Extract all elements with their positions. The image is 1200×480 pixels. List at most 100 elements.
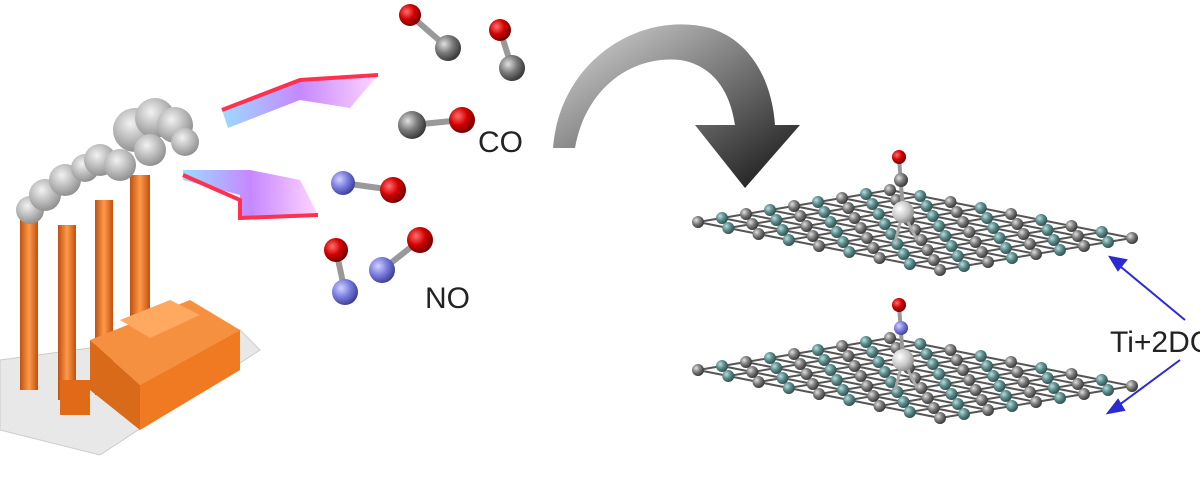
graphene-atom <box>914 338 927 350</box>
graphene-atom <box>1035 214 1048 226</box>
graphene-atom <box>885 228 897 240</box>
graphene-atom <box>951 250 964 262</box>
graphene-atom <box>934 264 946 276</box>
graphene-atom <box>788 200 800 212</box>
graphene-atom <box>1071 230 1084 242</box>
graphene-atom <box>1102 236 1114 248</box>
graphene-atom <box>884 332 896 344</box>
graphene-atom <box>969 236 982 248</box>
graphene-atom <box>1041 224 1054 236</box>
graphene-atom <box>722 370 735 382</box>
graphene-atom <box>884 184 896 196</box>
graphene-atom <box>939 378 952 390</box>
curved-reaction-arrow <box>553 24 800 188</box>
graphene-atom <box>794 210 807 222</box>
graphene-atom <box>854 370 867 382</box>
graphene-atom <box>993 232 1006 244</box>
graphene-atom <box>1017 376 1030 388</box>
graphene-atom <box>812 344 824 356</box>
graphene-atom <box>963 374 976 386</box>
graphene-atom <box>1035 362 1048 374</box>
graphene-atom <box>824 216 837 228</box>
graphene-atom <box>1041 372 1054 384</box>
graphene-atom <box>1011 218 1024 230</box>
graphene-atom <box>915 234 928 246</box>
adsorbed-atom <box>894 173 908 187</box>
graphene-atom <box>860 188 872 200</box>
graphene-atom <box>740 356 752 368</box>
graphene-atom <box>999 390 1012 402</box>
co-label: CO <box>478 126 523 159</box>
graphene-atom <box>999 242 1012 254</box>
graphene-atom <box>1071 378 1084 390</box>
graphene-atom <box>950 354 963 366</box>
graphene-atom <box>933 368 945 380</box>
graphene-atom <box>920 200 933 212</box>
catalyst-label: Ti+2DG <box>1110 326 1200 359</box>
graphene-atom <box>1047 382 1060 394</box>
graphene-atom <box>1095 374 1108 386</box>
graphene-atom <box>891 386 904 398</box>
graphene-atom <box>836 192 848 204</box>
graphene-atom <box>921 244 934 256</box>
graphene-atom <box>722 222 735 234</box>
graphene-atom <box>1023 238 1036 250</box>
graphene-atom <box>800 220 813 232</box>
graphene-atom <box>987 370 1000 382</box>
graphene-atom <box>1006 252 1018 264</box>
graphene-atom <box>897 248 910 260</box>
graphene-atom <box>818 206 831 218</box>
graphene-atom <box>1126 380 1138 392</box>
graphene-atom <box>927 254 940 266</box>
graphene-atom <box>951 398 964 410</box>
graphene-atom <box>1095 226 1108 238</box>
graphene-atom <box>800 368 813 380</box>
graphene-atom <box>812 196 824 208</box>
graphene-atom <box>848 212 861 224</box>
graphene-atom <box>860 336 872 348</box>
graphene-atom <box>981 212 993 224</box>
titanium-atom <box>892 349 914 371</box>
graphene-atom <box>872 208 885 220</box>
graphene-atom <box>1078 240 1090 252</box>
graphene-atom <box>837 236 849 248</box>
graphene-atom <box>1011 366 1024 378</box>
graphene-atom <box>982 256 994 268</box>
graphene-sheet-co-adsorbed <box>692 150 1138 276</box>
graphene-atom <box>903 258 916 270</box>
graphene-atom <box>1047 234 1060 246</box>
graphene-atom <box>746 366 759 378</box>
graphene-atom <box>782 382 795 394</box>
graphene-atom <box>866 198 879 210</box>
graphene-atom <box>752 376 765 388</box>
graphene-atom <box>945 388 958 400</box>
graphene-atom <box>746 218 759 230</box>
graphene-atom <box>1006 400 1018 412</box>
graphene-atom <box>934 412 946 424</box>
graphene-atom <box>958 408 970 420</box>
graphene-atom <box>830 226 843 238</box>
graphene-atom <box>958 260 970 272</box>
graphene-atom <box>806 378 819 390</box>
co-molecules <box>398 4 525 139</box>
graphene-atom <box>770 362 783 374</box>
graphene-atom <box>974 202 987 214</box>
graphene-atom <box>891 238 904 250</box>
graphene-atom <box>944 344 957 356</box>
graphene-atom <box>776 224 789 236</box>
adsorbed-atom <box>894 321 908 335</box>
graphene-atom <box>794 358 807 370</box>
no-label: NO <box>425 282 470 315</box>
graphene-atom <box>1023 386 1036 398</box>
graphene-atom <box>866 346 879 358</box>
graphene-atom <box>830 374 843 386</box>
emission-arrow-upper <box>221 73 379 128</box>
graphene-atom <box>692 364 704 376</box>
graphene-atom <box>872 356 885 368</box>
graphene-atom <box>813 388 825 400</box>
graphene-atom <box>873 400 886 412</box>
graphene-atom <box>770 214 783 226</box>
graphene-atom <box>982 404 994 416</box>
graphene-atom <box>776 372 789 384</box>
graphene-atom <box>926 358 939 370</box>
